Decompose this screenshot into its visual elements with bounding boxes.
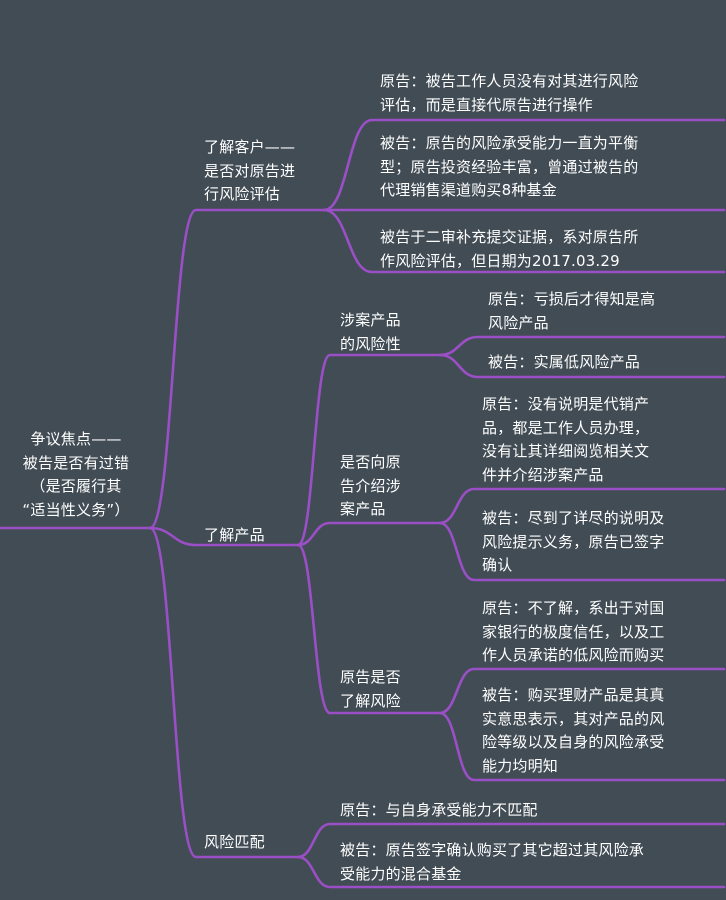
edge-b2-sub0 bbox=[296, 353, 442, 547]
edge-b1-leaf2 bbox=[322, 208, 726, 274]
edge-b2-sub1 bbox=[296, 521, 442, 547]
edge-sub2-leaf0 bbox=[438, 667, 726, 715]
edge-root-b2 bbox=[148, 526, 300, 547]
edge-root-b1 bbox=[148, 208, 326, 530]
leaf-intro-defendant[interactable]: 被告：尽到了详尽的说明及 风险提示义务，原告已签字 确认 bbox=[482, 509, 665, 574]
branch-know-product[interactable]: 了解产品 bbox=[204, 526, 265, 544]
edge-sub2-leaf1 bbox=[438, 711, 726, 782]
leaf-b1-second-trial-evidence[interactable]: 被告于二审补充提交证据，系对原告所 作风险评估，但日期为2017.03.29 bbox=[380, 228, 639, 270]
sub-product-risk[interactable]: 涉案产品 的风险性 bbox=[340, 311, 401, 353]
leaf-product-risk-plaintiff[interactable]: 原告：亏损后才得知是高 风险产品 bbox=[488, 290, 656, 332]
leaf-product-risk-defendant[interactable]: 被告：实属低风险产品 bbox=[488, 353, 641, 371]
edge-b3-leaf1 bbox=[296, 855, 726, 889]
leaf-awareness-plaintiff[interactable]: 原告：不了解，系出于对国 家银行的极度信任，以及工 作人员承诺的低风险而购买 bbox=[482, 599, 665, 664]
branch-risk-matching[interactable]: 风险匹配 bbox=[204, 833, 265, 851]
root-node[interactable]: 争议焦点—— 被告是否有过错 （是否履行其 “适当性义务”） bbox=[22, 430, 130, 519]
leaf-intro-plaintiff[interactable]: 原告：没有说明是代销产 品，都是工作人员办理， 没有让其详细阅览相关文 件并介绍… bbox=[482, 395, 650, 484]
edge-sub0-leaf1 bbox=[438, 353, 726, 379]
leaf-matching-plaintiff[interactable]: 原告：与自身承受能力不匹配 bbox=[340, 801, 538, 819]
leaf-b1-defendant[interactable]: 被告：原告的风险承受能力一直为平衡 型；原告投资经验丰富，曾通过被告的 代理销售… bbox=[380, 134, 639, 199]
branch-know-customer[interactable]: 了解客户—— 是否对原告进 行风险评估 bbox=[204, 138, 296, 203]
leaf-b1-plaintiff[interactable]: 原告：被告工作人员没有对其进行风险 评估，而是直接代原告进行操作 bbox=[380, 72, 639, 114]
edge-b1-leaf0 bbox=[322, 118, 726, 212]
edge-b3-leaf0 bbox=[296, 822, 726, 859]
leaf-matching-defendant[interactable]: 被告：原告签字确认购买了其它超过其风险承 受能力的混合基金 bbox=[340, 841, 645, 883]
sub-product-introduction[interactable]: 是否向原 告介绍涉 案产品 bbox=[340, 453, 401, 518]
edge-sub1-leaf1 bbox=[438, 521, 726, 582]
edge-sub1-leaf0 bbox=[438, 487, 726, 525]
leaf-awareness-defendant[interactable]: 被告：购买理财产品是其真 实意思表示，其对产品的风 险等级以及自身的风险承受 能… bbox=[482, 686, 665, 775]
edge-b2-sub2 bbox=[296, 543, 442, 715]
sub-plaintiff-risk-awareness[interactable]: 原告是否 了解风险 bbox=[340, 668, 401, 710]
edge-root-b3 bbox=[148, 526, 300, 859]
